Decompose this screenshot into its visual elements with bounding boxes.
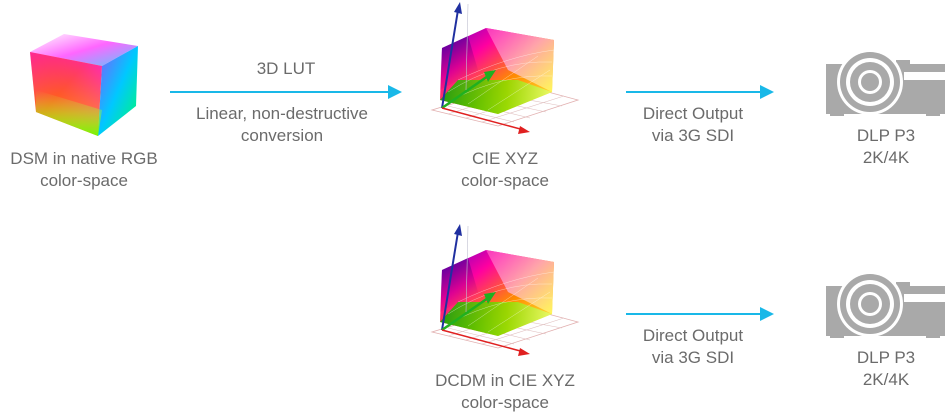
cie-xyz-gamut-plot-icon	[428, 222, 580, 358]
cie-caption-row2: DCDM in CIE XYZ color-space	[410, 370, 600, 414]
cie-caption-row2-line2: color-space	[461, 393, 549, 412]
cie-caption-row1-line1: CIE XYZ	[471, 149, 539, 168]
output-arrow-row1	[626, 85, 774, 99]
projector-icon	[826, 48, 945, 116]
projector-caption-row2: DLP P3 2K/4K	[826, 347, 945, 391]
cie-caption-row1-line2: color-space	[461, 171, 549, 190]
output-label-row1-line1: Direct Output	[642, 104, 744, 123]
conversion-line1: Linear, non-destructive	[196, 104, 368, 123]
output-label-row1: Direct Output via 3G SDI	[618, 103, 768, 147]
cie-caption-row1: CIE XYZ color-space	[430, 148, 580, 192]
cie-caption-row2-line1: DCDM in CIE XYZ	[435, 371, 575, 390]
lut-label: 3D LUT	[256, 59, 316, 78]
projector-caption-row2-line1: DLP P3	[856, 348, 916, 367]
source-caption-line2: color-space	[40, 171, 128, 190]
projector-caption-row1: DLP P3 2K/4K	[826, 125, 945, 169]
lut-arrow	[170, 85, 402, 99]
rgb-color-cube-icon	[26, 30, 142, 140]
cie-xyz-gamut-plot-icon	[428, 0, 580, 136]
output-arrow-row2	[626, 307, 774, 321]
projector-icon	[826, 270, 945, 338]
conversion-label: Linear, non-destructive conversion	[170, 103, 394, 147]
projector-caption-row1-line1: DLP P3	[856, 126, 916, 145]
output-label-row2-line1: Direct Output	[642, 326, 744, 345]
output-label-row1-line2: via 3G SDI	[651, 126, 735, 145]
projector-caption-row1-line2: 2K/4K	[862, 148, 910, 167]
source-caption-line1: DSM in native RGB	[10, 149, 158, 168]
output-label-row2-line2: via 3G SDI	[651, 348, 735, 367]
source-caption: DSM in native RGB color-space	[0, 148, 170, 192]
output-label-row2: Direct Output via 3G SDI	[618, 325, 768, 369]
conversion-line2: conversion	[240, 126, 324, 145]
projector-caption-row2-line2: 2K/4K	[862, 370, 910, 389]
